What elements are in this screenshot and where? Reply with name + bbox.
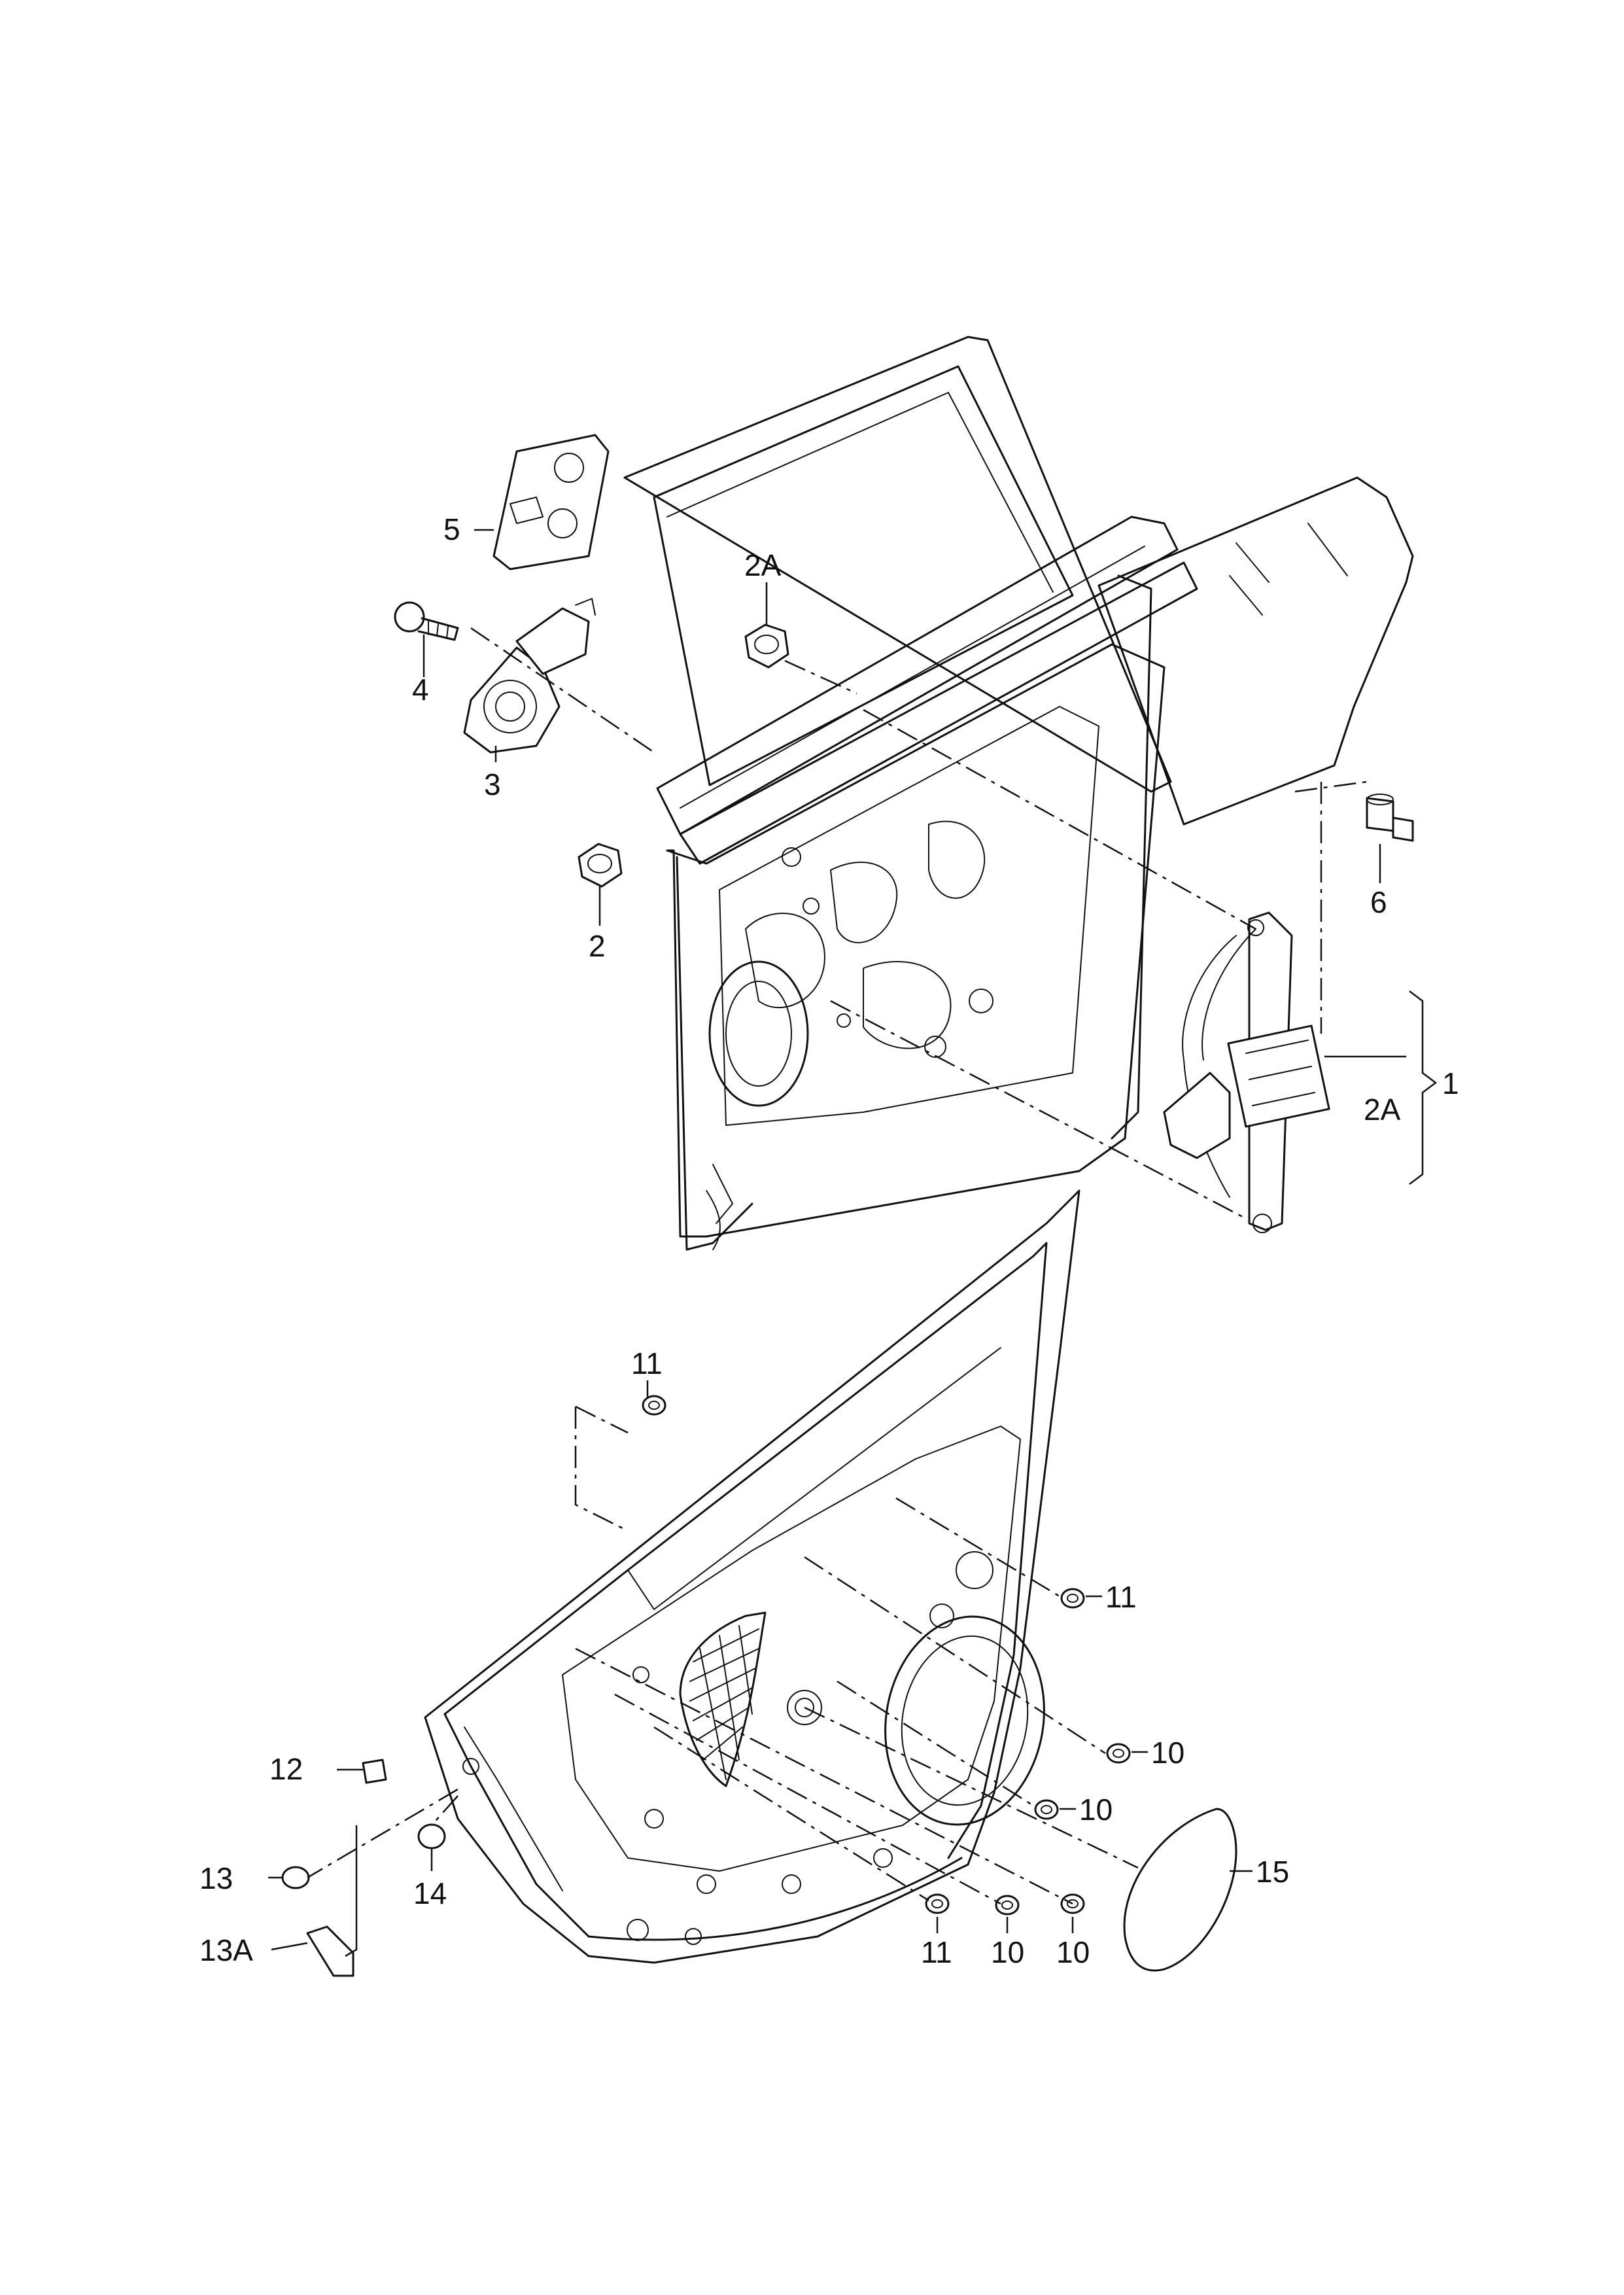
bolt <box>394 601 459 641</box>
grommets <box>281 1395 1237 1977</box>
rear-door-outer-panel <box>424 1189 1080 1964</box>
leader-lines <box>268 529 1438 1957</box>
callout-13a: 13A <box>199 1933 253 1967</box>
window-regulator <box>1163 911 1330 1233</box>
window-glass <box>1097 476 1414 826</box>
callout-10-bottom-right: 10 <box>1056 1935 1090 1969</box>
nut-2a <box>744 623 789 669</box>
callout-12: 12 <box>269 1752 303 1786</box>
callout-6: 6 <box>1370 885 1387 919</box>
nut-2 <box>578 843 623 888</box>
rear-door-inner-frame <box>623 336 1198 1251</box>
callout-labels: 5 4 3 2A 2 6 2A 1 11 11 10 10 11 10 10 1… <box>199 512 1459 1969</box>
callout-11-bottom: 11 <box>921 1935 952 1969</box>
callout-15: 15 <box>1256 1855 1289 1889</box>
callout-10-bottom-left: 10 <box>991 1935 1024 1969</box>
callout-2: 2 <box>589 929 606 963</box>
callout-2a-top: 2A <box>744 548 782 582</box>
construction-lines <box>307 627 1368 1905</box>
callout-1: 1 <box>1442 1066 1459 1100</box>
callout-3: 3 <box>484 767 501 801</box>
callout-2a-right: 2A <box>1364 1093 1401 1127</box>
callout-13: 13 <box>199 1861 233 1895</box>
window-motor <box>463 598 596 754</box>
speaker-grille-mesh <box>689 1625 759 1780</box>
callout-11-top: 11 <box>631 1346 663 1380</box>
guide-stud <box>1366 794 1414 842</box>
callout-5: 5 <box>443 512 460 546</box>
callout-14: 14 <box>413 1876 447 1910</box>
control-module <box>492 434 610 570</box>
callout-11-right: 11 <box>1105 1580 1137 1614</box>
callout-10-right-mid: 10 <box>1079 1793 1113 1827</box>
callout-4: 4 <box>412 673 429 707</box>
callout-10-right-top: 10 <box>1151 1736 1184 1770</box>
